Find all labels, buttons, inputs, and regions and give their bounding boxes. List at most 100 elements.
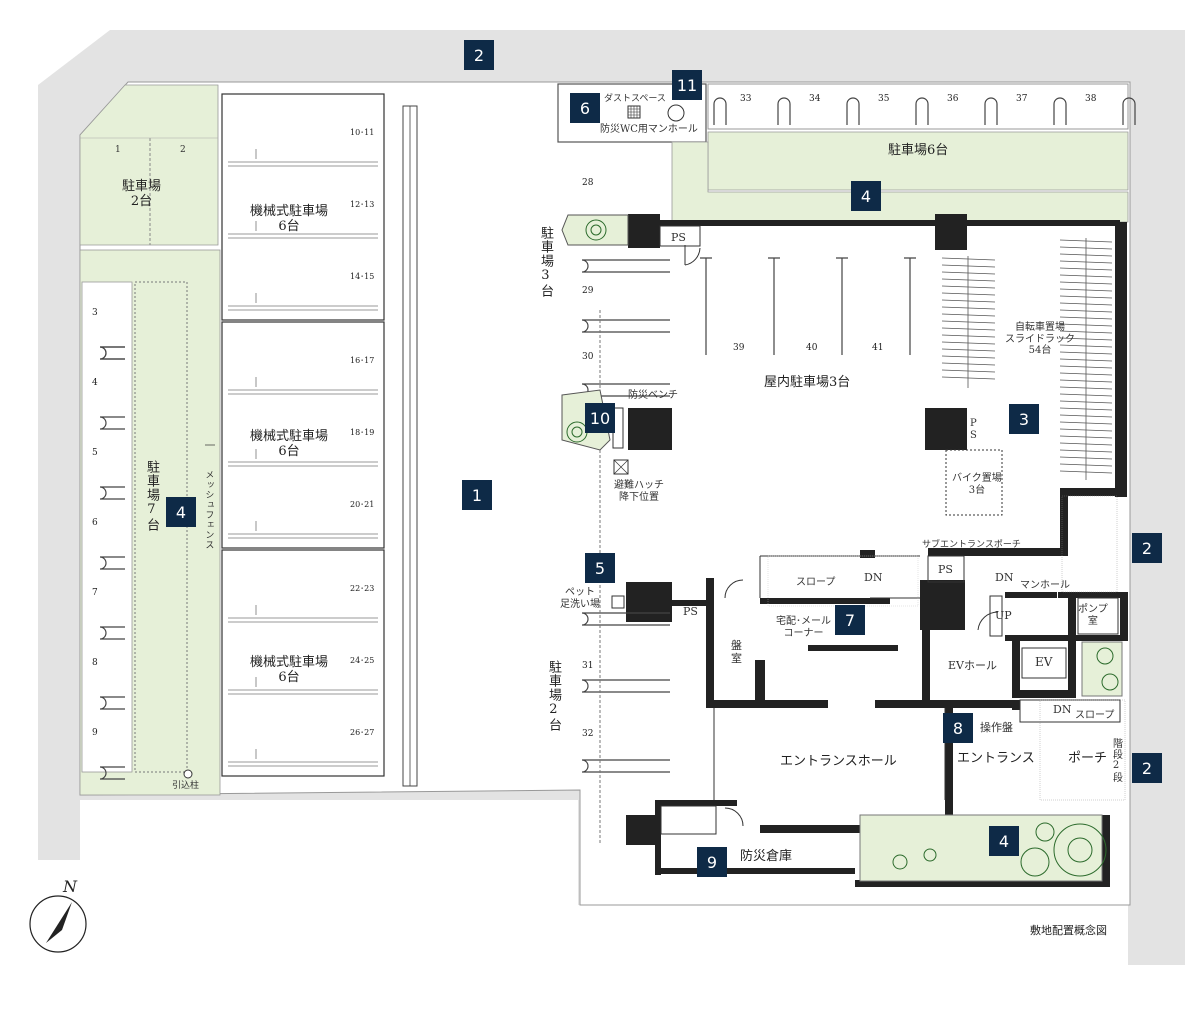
label-dn-2: DN: [995, 571, 1014, 584]
label-pet-wash: ペット 足洗い場: [560, 587, 600, 610]
slot-number-left: 5: [92, 448, 98, 458]
label-parking-6: 駐車場6台: [888, 143, 949, 158]
label-bike-parking: バイク置場 3台: [952, 473, 1002, 496]
marker-4-left: 4: [166, 497, 196, 527]
marker-5: 5: [585, 553, 615, 583]
slot-number-top: 33: [740, 94, 752, 104]
slot-number-left: 4: [92, 378, 98, 388]
label-indoor-parking: 屋内駐車場3台: [764, 375, 851, 390]
slot-number-indoor: 40: [806, 343, 818, 353]
label-pull-in-pole: 引込柱: [172, 781, 200, 791]
left-slot-marks: [99, 346, 125, 780]
green-parking-6: [707, 131, 1129, 191]
label-entrance-hall: エントランスホール: [780, 754, 897, 769]
slot-number-top: 38: [1085, 94, 1097, 104]
marker-4-top: 4: [851, 181, 881, 211]
marker-10: 10: [585, 403, 615, 433]
label-manhole: マンホール: [1020, 580, 1070, 591]
marker-2-porch: 2: [1132, 753, 1162, 783]
mechanical-parking-blocks: [221, 93, 385, 777]
trees: [566, 219, 1119, 877]
label-slope-2: スロープ: [1075, 710, 1115, 721]
plan-caption: 敷地配置概念図: [1030, 924, 1107, 937]
indoor-slot-marks: [700, 257, 916, 355]
label-ev: EV: [1035, 655, 1053, 669]
label-ps-1: PS: [671, 231, 686, 244]
label-slot-1: 1: [115, 145, 121, 155]
label-mech-3: 機械式駐車場 6台: [250, 655, 329, 685]
label-sub-entrance-porch: サブエントランスポーチ: [922, 540, 1021, 550]
marker-2-right: 2: [1132, 533, 1162, 563]
slot-number-mech: 14･15: [350, 272, 375, 281]
label-board-room: 盤 室: [731, 639, 742, 665]
label-parking-3: 駐車場3台: [537, 226, 553, 298]
slot-number-mid: 30: [582, 352, 594, 362]
slot-number-mech: 22･23: [350, 584, 375, 593]
label-entrance: エントランス: [957, 751, 1035, 766]
marker-6: 6: [570, 93, 600, 123]
slot-number-mid: 29: [582, 286, 594, 296]
slot-number-mech: 10･11: [350, 128, 375, 137]
label-up: UP: [995, 609, 1012, 622]
marker-3: 3: [1009, 404, 1039, 434]
label-porch: ポーチ: [1068, 751, 1108, 766]
label-ps-3: PS: [938, 563, 953, 576]
slot-number-left: 8: [92, 658, 98, 668]
label-storage: 防災倉庫: [740, 849, 793, 864]
green-parking-2: [79, 84, 219, 246]
top-parking-strip: [707, 83, 1129, 130]
label-bicycle-parking: 自転車置場 スライドラック 54台: [1005, 322, 1075, 356]
slot-number-mech: 16･17: [350, 356, 375, 365]
label-bench: 防災ベンチ: [628, 390, 678, 401]
slot-number-mech: 24･25: [350, 656, 375, 665]
label-dust-space: ダストスペース: [604, 94, 666, 104]
slot-number-indoor: 41: [872, 343, 884, 353]
label-mech-1: 機械式駐車場 6台: [250, 204, 329, 234]
marker-8: 8: [943, 713, 973, 743]
label-parking-2-vertical: 駐車場2台: [545, 660, 561, 732]
slot-number-mech: 12･13: [350, 200, 375, 209]
marker-7: 7: [835, 605, 865, 635]
slot-number-indoor: 39: [733, 343, 745, 353]
slot-number-left: 6: [92, 518, 98, 528]
slot-number-top: 37: [1016, 94, 1028, 104]
label-hatch: 避難ハッチ 降下位置: [614, 480, 664, 503]
building-walls: [626, 214, 1128, 887]
slot-number-left: 3: [92, 308, 98, 318]
planters: [561, 214, 1123, 882]
marker-2-top: 2: [464, 40, 494, 70]
slot-number-left: 9: [92, 728, 98, 738]
label-dn-1: DN: [864, 571, 883, 584]
label-slot-2: 2: [180, 145, 186, 155]
slot-number-mid: 32: [582, 729, 594, 739]
label-pump-room: ポンプ 室: [1078, 604, 1108, 627]
marker-11: 11: [672, 70, 702, 100]
label-mech-2: 機械式駐車場 6台: [250, 429, 329, 459]
slot-number-left: 7: [92, 588, 98, 598]
label-delivery-corner: 宅配･メール コーナー: [776, 616, 831, 639]
slot-number-mech: 26･27: [350, 728, 375, 737]
marker-9: 9: [697, 847, 727, 877]
top-slot-marks: [713, 97, 1136, 125]
slot-number-mech: 20･21: [350, 500, 375, 509]
label-dn-3: DN: [1053, 703, 1072, 716]
label-parking-2: 駐車場 2台: [122, 179, 162, 209]
label-ps-2: PS: [683, 605, 698, 618]
label-stairs: 階段2段: [1110, 738, 1122, 783]
marker-4-garden: 4: [989, 826, 1019, 856]
slot-number-mid: 28: [582, 178, 594, 188]
slot-number-mid: 31: [582, 661, 594, 671]
label-mesh-fence: メッシュフェンス: [203, 470, 214, 550]
label-ps-4: P S: [970, 418, 977, 441]
label-wc-manhole: 防災WC用マンホール: [600, 124, 698, 135]
label-parking-7: 駐車場7台: [143, 460, 159, 532]
compass-north-label: N: [63, 877, 77, 896]
label-ev-hall: EVホール: [948, 659, 997, 672]
slot-number-top: 34: [809, 94, 821, 104]
marker-1: 1: [462, 480, 492, 510]
slot-number-top: 35: [878, 94, 890, 104]
slot-number-mech: 18･19: [350, 428, 375, 437]
label-slope-1: スロープ: [796, 577, 836, 588]
compass-icon: [29, 895, 87, 953]
